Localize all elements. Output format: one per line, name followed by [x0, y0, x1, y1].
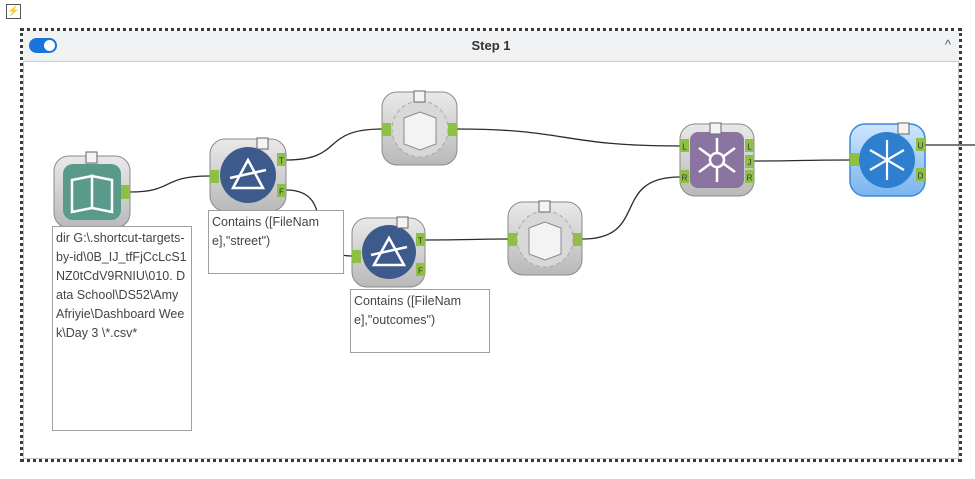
link-filter2-true-to-macro2[interactable] — [424, 238, 509, 241]
collapse-chevron-icon[interactable]: ^ — [944, 37, 951, 52]
link-input-to-filter1[interactable] — [129, 175, 211, 193]
filter2-annotation[interactable]: Contains ([FileName],"outcomes") — [350, 289, 490, 353]
duplicate-anchor[interactable] — [916, 168, 925, 181]
anchor-label-t: T — [418, 237, 423, 246]
macro-tool-2[interactable] — [507, 200, 583, 276]
true-anchor[interactable] — [277, 153, 286, 166]
input-data-tool[interactable] — [53, 151, 131, 229]
anchor-label-l-out: L — [747, 143, 752, 152]
filter-tool-2[interactable]: T F — [351, 216, 426, 288]
link-filter1-true-to-macro1[interactable] — [285, 128, 383, 161]
output-anchor[interactable] — [121, 185, 130, 199]
false-anchor[interactable] — [416, 263, 425, 276]
container-header: Step 1 ^ — [23, 31, 959, 62]
anchor-label-d: D — [918, 172, 924, 181]
right-input-anchor[interactable] — [680, 170, 689, 183]
anchor-label-j: J — [748, 158, 752, 167]
link-macro1-to-join-left[interactable] — [456, 128, 681, 147]
left-output-anchor[interactable] — [745, 139, 754, 152]
input-anchor[interactable] — [210, 170, 219, 183]
output-anchor[interactable] — [448, 123, 457, 136]
anchor-label-r: R — [682, 174, 688, 183]
container-enable-toggle[interactable] — [29, 38, 57, 53]
filter1-annotation[interactable]: Contains ([FileName],"street") — [208, 210, 344, 274]
top-bolt-badge[interactable]: ⚡ — [6, 4, 21, 19]
container-title: Step 1 — [471, 38, 511, 53]
input-anchor[interactable] — [352, 250, 361, 263]
anchor-label-f: F — [279, 188, 284, 197]
anchor-label-l: L — [682, 143, 687, 152]
true-anchor[interactable] — [416, 233, 425, 246]
input-anchor[interactable] — [382, 123, 391, 136]
join-output-anchor[interactable] — [745, 155, 754, 168]
filter-tool-1[interactable]: T F — [209, 137, 287, 212]
join-tool[interactable]: L R L J R — [679, 122, 755, 197]
macro-tool-1[interactable] — [381, 90, 458, 166]
anchor-label-r-out: R — [747, 174, 753, 183]
anchor-label-u: U — [918, 142, 924, 151]
input-anchor[interactable] — [508, 233, 517, 246]
input-annotation[interactable]: dir G:\.shortcut-targets-by-id\0B_IJ_tfF… — [52, 226, 192, 431]
unique-anchor[interactable] — [916, 138, 925, 151]
false-anchor[interactable] — [277, 184, 286, 197]
left-input-anchor[interactable] — [680, 139, 689, 152]
output-anchor[interactable] — [573, 233, 582, 246]
right-output-anchor[interactable] — [745, 170, 754, 183]
anchor-label-t: T — [279, 157, 284, 166]
link-join-to-unique[interactable] — [753, 159, 851, 162]
link-macro2-to-join-right[interactable] — [581, 176, 681, 240]
connections — [129, 128, 975, 257]
join-network-icon — [690, 132, 744, 188]
anchor-label-f: F — [418, 267, 423, 276]
input-anchor[interactable] — [850, 153, 859, 166]
unique-tool[interactable]: U D — [849, 122, 926, 197]
